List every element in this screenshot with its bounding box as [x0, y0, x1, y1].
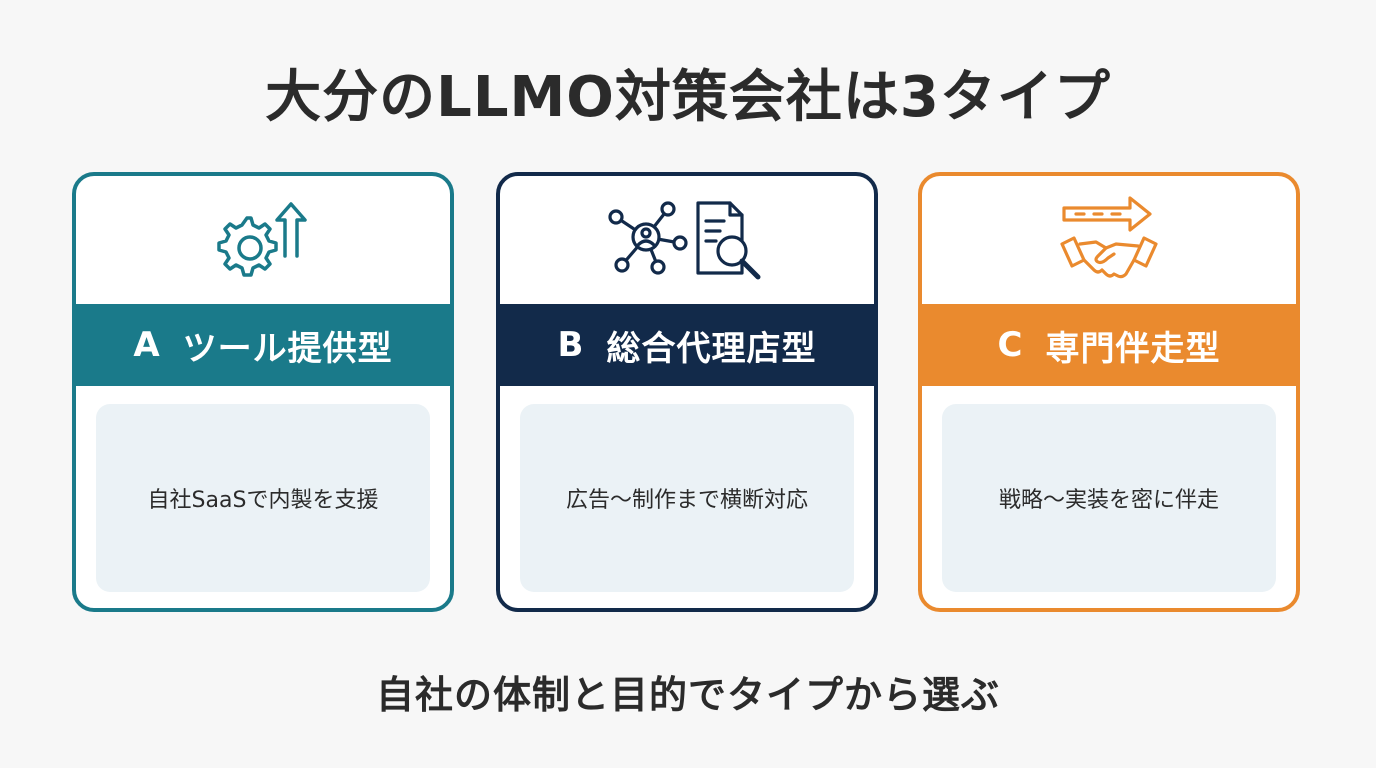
card-name: 専門伴走型: [1045, 328, 1221, 369]
card-full-agency: B 総合代理店型 広告〜制作まで横断対応: [496, 172, 878, 612]
card-description: 広告〜制作まで横断対応: [520, 404, 854, 592]
card-band: C 専門伴走型: [922, 304, 1296, 386]
card-icon-area: [922, 176, 1296, 304]
page-title: 大分のLLMO対策会社は3タイプ: [265, 65, 1111, 130]
card-band: B 総合代理店型: [500, 304, 874, 386]
card-description: 戦略〜実装を密に伴走: [942, 404, 1276, 592]
card-letter: A: [133, 325, 161, 365]
gear-up-arrow-icon: [217, 202, 307, 277]
card-band: A ツール提供型: [76, 304, 450, 386]
card-icon-area: [500, 176, 874, 304]
footer-caption: 自社の体制と目的でタイプから選ぶ: [375, 673, 1000, 717]
card-icon-area: [76, 176, 450, 304]
card-description: 自社SaaSで内製を支援: [96, 404, 430, 592]
network-document-search-icon: [608, 201, 761, 280]
card-name: ツール提供型: [182, 328, 393, 369]
arrow-handshake-icon: [1060, 196, 1158, 279]
card-letter: B: [557, 325, 585, 365]
card-letter: C: [997, 325, 1024, 365]
card-tool-provider: A ツール提供型 自社SaaSで内製を支援: [72, 172, 454, 612]
card-dedicated-partner: C 専門伴走型 戦略〜実装を密に伴走: [918, 172, 1300, 612]
card-name: 総合代理店型: [606, 328, 817, 369]
